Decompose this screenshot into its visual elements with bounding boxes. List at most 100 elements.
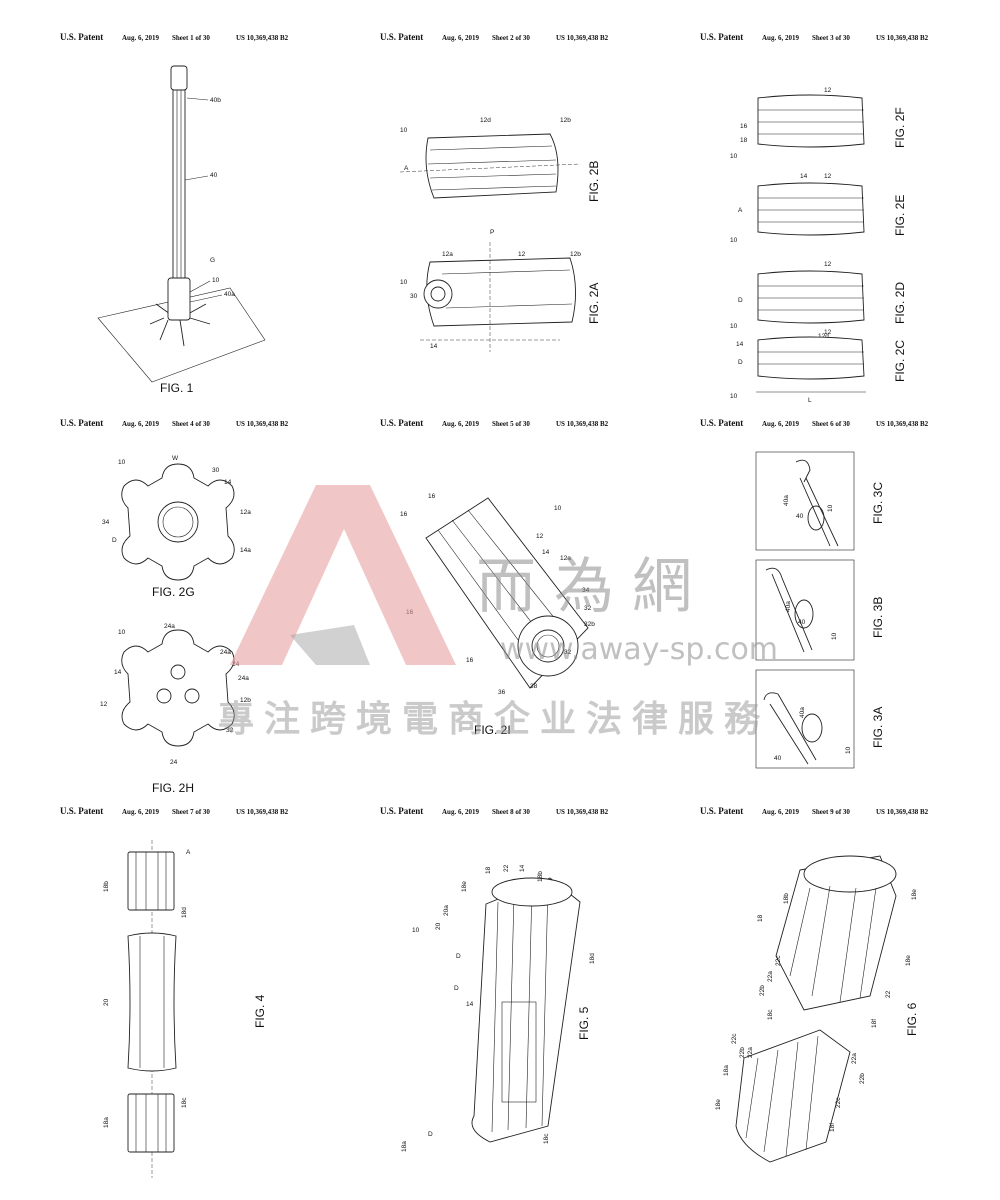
ref-label: 10 [400, 279, 408, 286]
ref-label: 10 [554, 505, 562, 512]
ref-label: 24a [238, 675, 249, 682]
ref-label: 12 [824, 329, 832, 336]
ref-label: 14 [736, 341, 744, 348]
ref-label: 18f [871, 1019, 878, 1028]
patent-label: U.S. Patent [380, 418, 424, 428]
ref-label: 22a [767, 971, 774, 982]
ref-label: 10 [845, 746, 852, 754]
fig-2d-device [757, 270, 865, 324]
fig-label: FIG. 2C [893, 340, 907, 382]
patent-label: U.S. Patent [380, 32, 424, 42]
ref-label: W [172, 455, 179, 462]
patent-date: Aug. 6, 2019 [762, 34, 799, 42]
fig-6-lower-part [735, 1029, 851, 1163]
fig-5-device [471, 877, 581, 1143]
ref-label: 16 [466, 657, 474, 664]
fig-label: FIG. 2B [587, 161, 601, 202]
ref-label: 14 [800, 173, 808, 180]
ref-label: 22b [759, 985, 766, 996]
ref-label: 12d [818, 333, 829, 340]
patent-label: U.S. Patent [60, 32, 104, 42]
fig-1-drawing: 40b 40 G 10 40a FIG. 1 [97, 65, 266, 395]
ref-label: 40a [783, 495, 790, 506]
ref-label: A [186, 849, 191, 856]
fig-2i-drawing: 10 16 16 12 14 12a 34 32 32b 32 38 36 16… [400, 493, 595, 737]
fig-3a-hand [763, 692, 823, 765]
sheet-header: U.S. Patent Aug. 6, 2019 Sheet 6 of 30 U… [700, 418, 1000, 434]
ref-label: D [738, 359, 743, 366]
fig-label: FIG. 2F [893, 107, 907, 148]
patent-date: Aug. 6, 2019 [762, 808, 799, 816]
ref-label: 16 [400, 511, 408, 518]
sheet-number: Sheet 7 of 30 [172, 808, 210, 816]
fig-label: FIG. 2A [587, 283, 601, 324]
ref-label: 14 [224, 479, 232, 486]
ref-label: 12d [480, 117, 491, 124]
ref-label: 32 [584, 605, 592, 612]
ref-label: 40 [210, 172, 218, 179]
patent-number: US 10,369,438 B2 [876, 420, 929, 428]
fig-3b-frame [755, 559, 855, 661]
ref-label: 22c [731, 1033, 738, 1044]
ref-label: 34 [582, 587, 590, 594]
ref-label: 14a [240, 547, 251, 554]
patent-label: U.S. Patent [700, 806, 744, 816]
ref-label: 12 [536, 533, 544, 540]
ref-label: 10 [730, 153, 738, 160]
patent-sheet-5: U.S. Patent Aug. 6, 2019 Sheet 5 of 30 U… [380, 418, 700, 804]
sheet-header: U.S. Patent Aug. 6, 2019 Sheet 8 of 30 U… [380, 806, 700, 822]
fig-label: FIG. 3B [871, 597, 885, 638]
fig-2e-device [757, 182, 865, 236]
ref-label: 18e [905, 955, 912, 966]
ref-label: 30 [410, 293, 418, 300]
sheet-header: U.S. Patent Aug. 6, 2019 Sheet 5 of 30 U… [380, 418, 700, 434]
patent-sheet-3: U.S. Patent Aug. 6, 2019 Sheet 3 of 30 U… [700, 32, 1000, 418]
fig-6-upper-part [775, 855, 897, 1011]
ref-label: 18 [740, 137, 748, 144]
ref-label: 18 [757, 914, 764, 922]
ref-label: 32b [584, 621, 595, 628]
fig-label: FIG. 3A [871, 707, 885, 748]
fig-3c-frame [755, 451, 855, 551]
patent-number: US 10,369,438 B2 [876, 808, 929, 816]
fig-label: FIG. 3C [871, 482, 885, 524]
ref-label: 22c [835, 1097, 842, 1108]
fig-3-drawing: 40a 40 10 FIG. 3C 40a 40 10 FIG. 3B 40a … [755, 451, 885, 769]
ref-label: 10 [118, 629, 126, 636]
patent-date: Aug. 6, 2019 [122, 808, 159, 816]
fig-label: FIG. 2G [152, 585, 195, 599]
patent-sheet-2: U.S. Patent Aug. 6, 2019 Sheet 2 of 30 U… [380, 32, 700, 418]
ref-label: P [490, 229, 494, 236]
ref-label: 18b [537, 871, 544, 882]
ref-label: 16 [740, 123, 748, 130]
sheet-number: Sheet 4 of 30 [172, 420, 210, 428]
patent-number: US 10,369,438 B2 [236, 34, 289, 42]
ref-label: 18 [485, 866, 492, 874]
ref-label: 22a [851, 1053, 858, 1064]
patent-sheet-9: U.S. Patent Aug. 6, 2019 Sheet 9 of 30 U… [700, 806, 1000, 1192]
ref-label: 12b [570, 251, 581, 258]
sheet-header: U.S. Patent Aug. 6, 2019 Sheet 2 of 30 U… [380, 32, 700, 48]
patent-number: US 10,369,438 B2 [876, 34, 929, 42]
ref-label: 10 [831, 632, 838, 640]
ref-label: 12 [518, 251, 526, 258]
ref-label: 40 [774, 755, 782, 762]
ref-label: 12 [824, 261, 832, 268]
patent-label: U.S. Patent [700, 418, 744, 428]
ref-label: D [456, 953, 461, 960]
fig-2g-2h-drawing: 10 W 30 14 12a 34 D 14a FIG. 2G 10 24a 2… [100, 455, 251, 795]
ref-label: 18a [401, 1141, 408, 1152]
ref-label: 40a [224, 291, 235, 298]
ref-label: 18f [829, 1123, 836, 1132]
fig-3a-frame [755, 669, 855, 769]
fig-label: FIG. 5 [577, 1006, 591, 1040]
ref-label: 34 [102, 519, 110, 526]
ref-label: 18d [589, 953, 596, 964]
fig-4-drawing: 18b 18d A 20 18a 18c FIG. 4 [103, 840, 267, 1178]
ref-label: 40a [785, 601, 792, 612]
ref-label: 10 [730, 323, 738, 330]
ref-label: 12a [240, 509, 251, 516]
club-grip [170, 65, 188, 91]
ref-label: 18e [461, 881, 468, 892]
ref-label: D [738, 297, 743, 304]
